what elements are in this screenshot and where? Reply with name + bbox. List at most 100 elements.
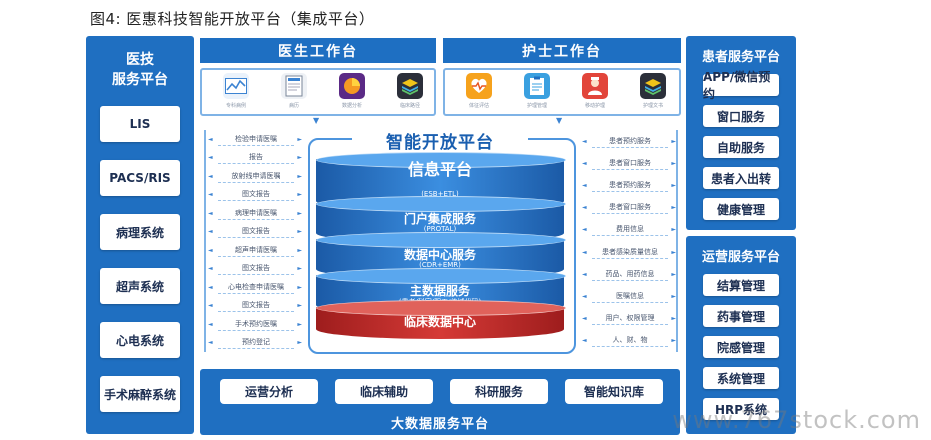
clipboard-icon	[524, 73, 550, 99]
left-arrow-right-icon: ►	[297, 265, 302, 273]
left-list-item: ◄图文报告►	[206, 188, 302, 202]
patient-item[interactable]: 窗口服务	[703, 105, 779, 127]
bigdata-panel-title: 大数据服务平台	[390, 417, 489, 432]
left-list-item: ◄ 图文报告►	[206, 225, 302, 239]
doctor-icon-label: 临床路径	[399, 103, 420, 109]
operations-service-panel: 运营服务平台 结算管理药事管理院感管理系统管理 HRP系统	[686, 236, 796, 434]
right-arrow-left-icon: ◄	[582, 270, 587, 278]
ops-item[interactable]: 药事管理	[703, 305, 779, 327]
right-arrow-right-icon: ►	[671, 204, 676, 212]
ops-item[interactable]: HRP系统	[703, 398, 779, 420]
operations-panel-title: 运营服务平台	[701, 250, 780, 265]
bigdata-item[interactable]: 智能知识库	[565, 379, 663, 404]
medtech-item[interactable]: 手术麻醉系统	[100, 376, 180, 412]
core-layer: 临床数据中心	[316, 300, 566, 346]
core-platform-title: 智能开放平台	[352, 128, 528, 153]
bigdata-service-panel: 运营分析临床辅助科研服务智能知识库 大数据服务平台	[200, 369, 680, 435]
medtech-item[interactable]: PACS/RIS	[100, 160, 180, 196]
nurse-icon-label: 护理管理	[526, 103, 547, 109]
core-layer-name: 主数据服务	[409, 284, 470, 298]
right-arrow-left-icon: ◄	[582, 248, 587, 256]
core-layer-subtitle: (CDR+EMR)	[419, 261, 461, 269]
bigdata-item[interactable]: 临床辅助	[335, 379, 433, 404]
left-list-label: 病理申请医嘱	[218, 207, 294, 220]
right-arrow-left-icon: ◄	[582, 293, 587, 300]
nurse-icon-cell[interactable]: 护理文书	[633, 73, 673, 113]
watermark: www.767stock.com	[672, 406, 921, 434]
left-list-item: ◄超声申请医嘱►	[206, 243, 302, 257]
patient-item[interactable]: 自助服务	[703, 136, 779, 158]
right-arrow-right-icon: ►	[671, 337, 676, 345]
medtech-item[interactable]: LIS	[100, 106, 180, 142]
ops-item[interactable]: 结算管理	[703, 274, 779, 296]
medtech-panel-title: 医技 服务平台	[86, 50, 194, 90]
left-arrow-left-icon: ◄	[208, 302, 213, 310]
doctor-icon-cell[interactable]: 数据分析	[332, 73, 372, 113]
right-arrow-right-icon: ►	[671, 137, 676, 145]
left-arrow-right-icon: ►	[297, 228, 302, 236]
left-list-item: ◄图文报告►	[206, 299, 302, 313]
left-arrow-right-icon: ►	[297, 283, 302, 291]
nurse-icon-cell[interactable]: 体征评估	[459, 73, 499, 113]
patient-item[interactable]: APP/微信预约	[703, 70, 779, 101]
left-list-item: ◄图文报告►	[206, 262, 302, 276]
left-arrow-right-icon: ►	[297, 209, 302, 217]
doctor-icon-label: 数据分析	[341, 103, 362, 109]
right-list-item: ◄患者感染质量信息►	[580, 245, 676, 259]
left-list-label: 超声申请医嘱	[218, 244, 294, 257]
ops-item[interactable]: 院感管理	[703, 336, 779, 358]
medtech-item[interactable]: 病理系统	[100, 214, 180, 250]
left-arrow-left-icon: ◄	[208, 246, 213, 254]
medtech-title-line1: 医技	[126, 52, 154, 68]
left-arrow-right-icon: ►	[297, 302, 302, 310]
core-layer-stack: 信息平台(ESB+ETL)门户集成服务(PROTAL)数据中心服务(CDR+EM…	[316, 152, 566, 346]
left-list-label: 预约登记	[218, 336, 294, 350]
left-list-item: ◄预约登记►	[206, 336, 302, 350]
medtech-item[interactable]: 心电系统	[100, 322, 180, 358]
left-list-item: ◄心电检查申请医嘱►	[206, 280, 302, 294]
left-request-list: ◄检验申请医嘱►◄报告►◄放射线申请医嘱►◄图文报告►◄病理申请医嘱►◄图文报告…	[204, 130, 302, 352]
patient-service-panel: 患者服务平台 APP/微信预约窗口服务自助服务患者入出转健康管理	[686, 36, 796, 230]
patient-item[interactable]: 健康管理	[703, 198, 779, 220]
patient-panel-title: 患者服务平台	[701, 50, 780, 65]
right-arrow-right-icon: ►	[671, 182, 676, 189]
core-layer-subtitle: (PROTAL)	[423, 225, 457, 233]
right-arrow-left-icon: ◄	[582, 137, 587, 145]
right-list-label: 患者预约服务	[592, 135, 668, 148]
doctor-icon-cell[interactable]: 专科病例	[216, 73, 256, 113]
right-arrow-right-icon: ►	[671, 270, 676, 278]
patient-item[interactable]: 患者入出转	[703, 167, 779, 189]
medtech-item[interactable]: 超声系统	[100, 268, 180, 304]
nurse-icon-label: 护理文书	[642, 103, 663, 109]
right-list-item: ◄医嘱信息►	[580, 290, 676, 304]
right-list-label: 患者预约服务	[592, 179, 668, 192]
left-arrow-left-icon: ◄	[208, 228, 213, 236]
left-arrow-right-icon: ►	[297, 154, 302, 162]
ops-item[interactable]: 系统管理	[703, 367, 779, 389]
doctor-icon-cell[interactable]: 临床路径	[390, 73, 430, 113]
left-list-item: ◄病理申请医嘱►	[206, 206, 302, 220]
left-arrow-right-icon: ►	[297, 339, 302, 347]
left-list-label: 图文报告	[218, 225, 294, 239]
right-list-label: 医嘱信息	[592, 290, 668, 303]
bigdata-item[interactable]: 运营分析	[220, 379, 318, 404]
right-arrow-left-icon: ◄	[582, 182, 587, 189]
right-list-label: 用户、权限管理	[592, 312, 668, 326]
left-arrow-left-icon: ◄	[208, 191, 213, 199]
doctor-icon-cell[interactable]: 病历	[274, 73, 314, 113]
core-layer-name: 临床数据中心	[403, 315, 476, 329]
left-list-item: ◄报告►	[206, 151, 302, 165]
nurse-icon-label: 移动护理	[584, 103, 605, 109]
right-list-label: 费用信息	[592, 223, 668, 237]
core-layer-subtitle: (ESB+ETL)	[421, 190, 459, 198]
nurse-icon	[582, 73, 608, 99]
doctor-station-header: 医生工作台	[200, 38, 436, 63]
core-layer-top	[316, 300, 566, 316]
right-arrow-right-icon: ►	[671, 315, 676, 323]
nurse-icon-cell[interactable]: 移动护理	[575, 73, 615, 113]
bigdata-item[interactable]: 科研服务	[450, 379, 548, 404]
left-list-label: 报告	[218, 151, 294, 165]
right-list-item: ◄药品、用药信息►	[580, 267, 676, 281]
nurse-icon-cell[interactable]: 护理管理	[517, 73, 557, 113]
right-list-item: ◄ 患者预约服务►	[580, 179, 676, 193]
